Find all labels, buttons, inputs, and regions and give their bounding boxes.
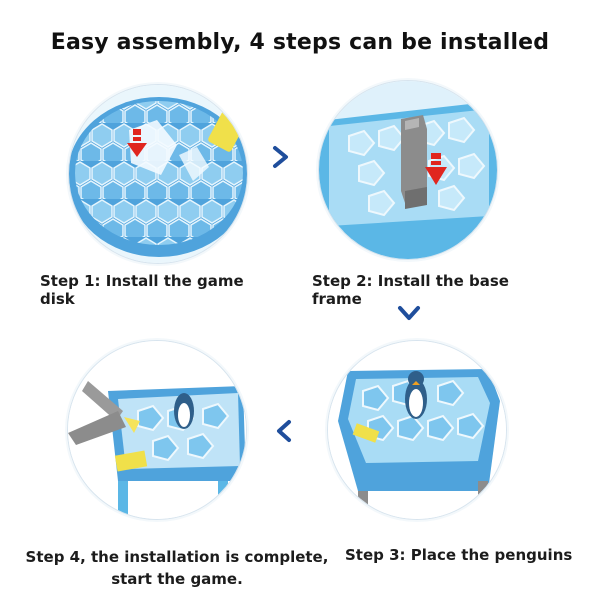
step4-caption-line2: start the game.: [111, 570, 243, 588]
step3-caption: Step 3: Place the penguins: [345, 546, 573, 564]
step1-image: [68, 84, 248, 264]
step2-image: [318, 80, 498, 260]
step4-caption-line1: Step 4, the installation is complete,: [25, 548, 329, 566]
step4-image: [67, 340, 247, 520]
step2-caption: Step 2: Install the base frame: [312, 272, 509, 308]
step4-caption: Step 4, the installation is complete, st…: [22, 546, 332, 590]
page-title: Easy assembly, 4 steps can be installed: [50, 30, 550, 55]
chevron-down-icon: [396, 300, 422, 326]
chevron-right-icon: [268, 144, 294, 170]
step3-image: [327, 340, 507, 520]
chevron-left-icon: [271, 418, 297, 444]
step1-caption: Step 1: Install the game disk: [40, 272, 244, 308]
start-game-illustration: [68, 341, 246, 519]
place-penguin-illustration: [328, 341, 506, 519]
game-disk-illustration: [69, 85, 247, 263]
base-frame-illustration: [319, 81, 497, 259]
